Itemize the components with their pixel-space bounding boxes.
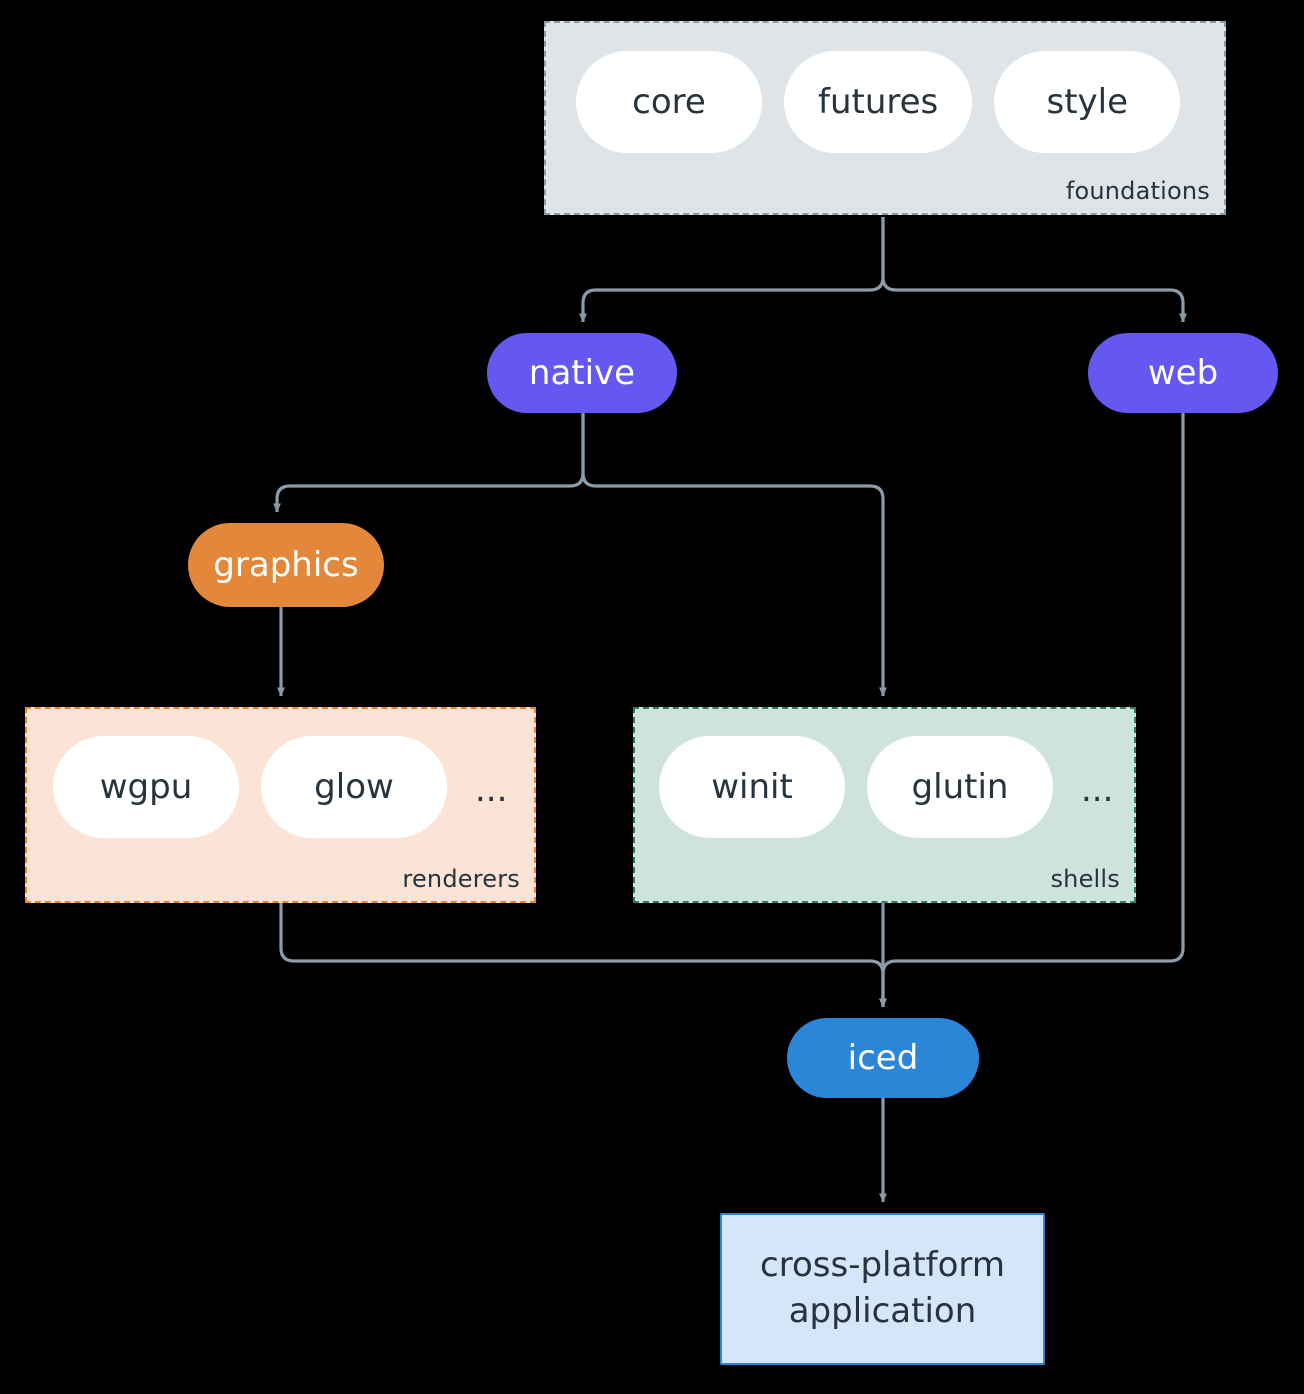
node-native[interactable]: native: [487, 333, 677, 413]
node-futures[interactable]: futures: [784, 51, 973, 153]
edge-native-shells: [581, 413, 887, 697]
cluster-shells-label: shells: [1050, 865, 1120, 893]
cluster-renderers-items: wgpu glow ...: [53, 736, 513, 838]
edge-renderers-iced: [279, 903, 887, 1008]
node-iced[interactable]: iced: [787, 1018, 979, 1098]
cluster-shells-items: winit glutin ...: [659, 736, 1119, 838]
edge-native-graphics: [273, 413, 585, 513]
cluster-foundations: core futures style foundations: [544, 21, 1226, 215]
node-cross-platform-application[interactable]: cross-platform application: [720, 1213, 1045, 1365]
cluster-shells: winit glutin ... shells: [633, 707, 1136, 903]
node-style[interactable]: style: [994, 51, 1181, 153]
renderers-ellipsis: ...: [475, 770, 508, 810]
node-winit[interactable]: winit: [659, 736, 845, 838]
shells-ellipsis: ...: [1081, 770, 1114, 810]
node-glutin[interactable]: glutin: [867, 736, 1053, 838]
application-label-line1: cross-platform: [760, 1245, 1005, 1286]
cluster-foundations-label: foundations: [1065, 177, 1210, 205]
node-wgpu[interactable]: wgpu: [53, 736, 239, 838]
cluster-foundations-items: core futures style: [576, 51, 1181, 153]
node-glow[interactable]: glow: [261, 736, 447, 838]
edge-foundations-native: [579, 217, 885, 323]
cluster-renderers-label: renderers: [402, 865, 520, 893]
edge-foundations-web: [881, 217, 1187, 323]
node-web[interactable]: web: [1088, 333, 1278, 413]
cluster-renderers: wgpu glow ... renderers: [25, 707, 536, 903]
application-label-line2: application: [788, 1291, 977, 1331]
node-core[interactable]: core: [576, 51, 762, 153]
node-graphics[interactable]: graphics: [188, 523, 384, 607]
